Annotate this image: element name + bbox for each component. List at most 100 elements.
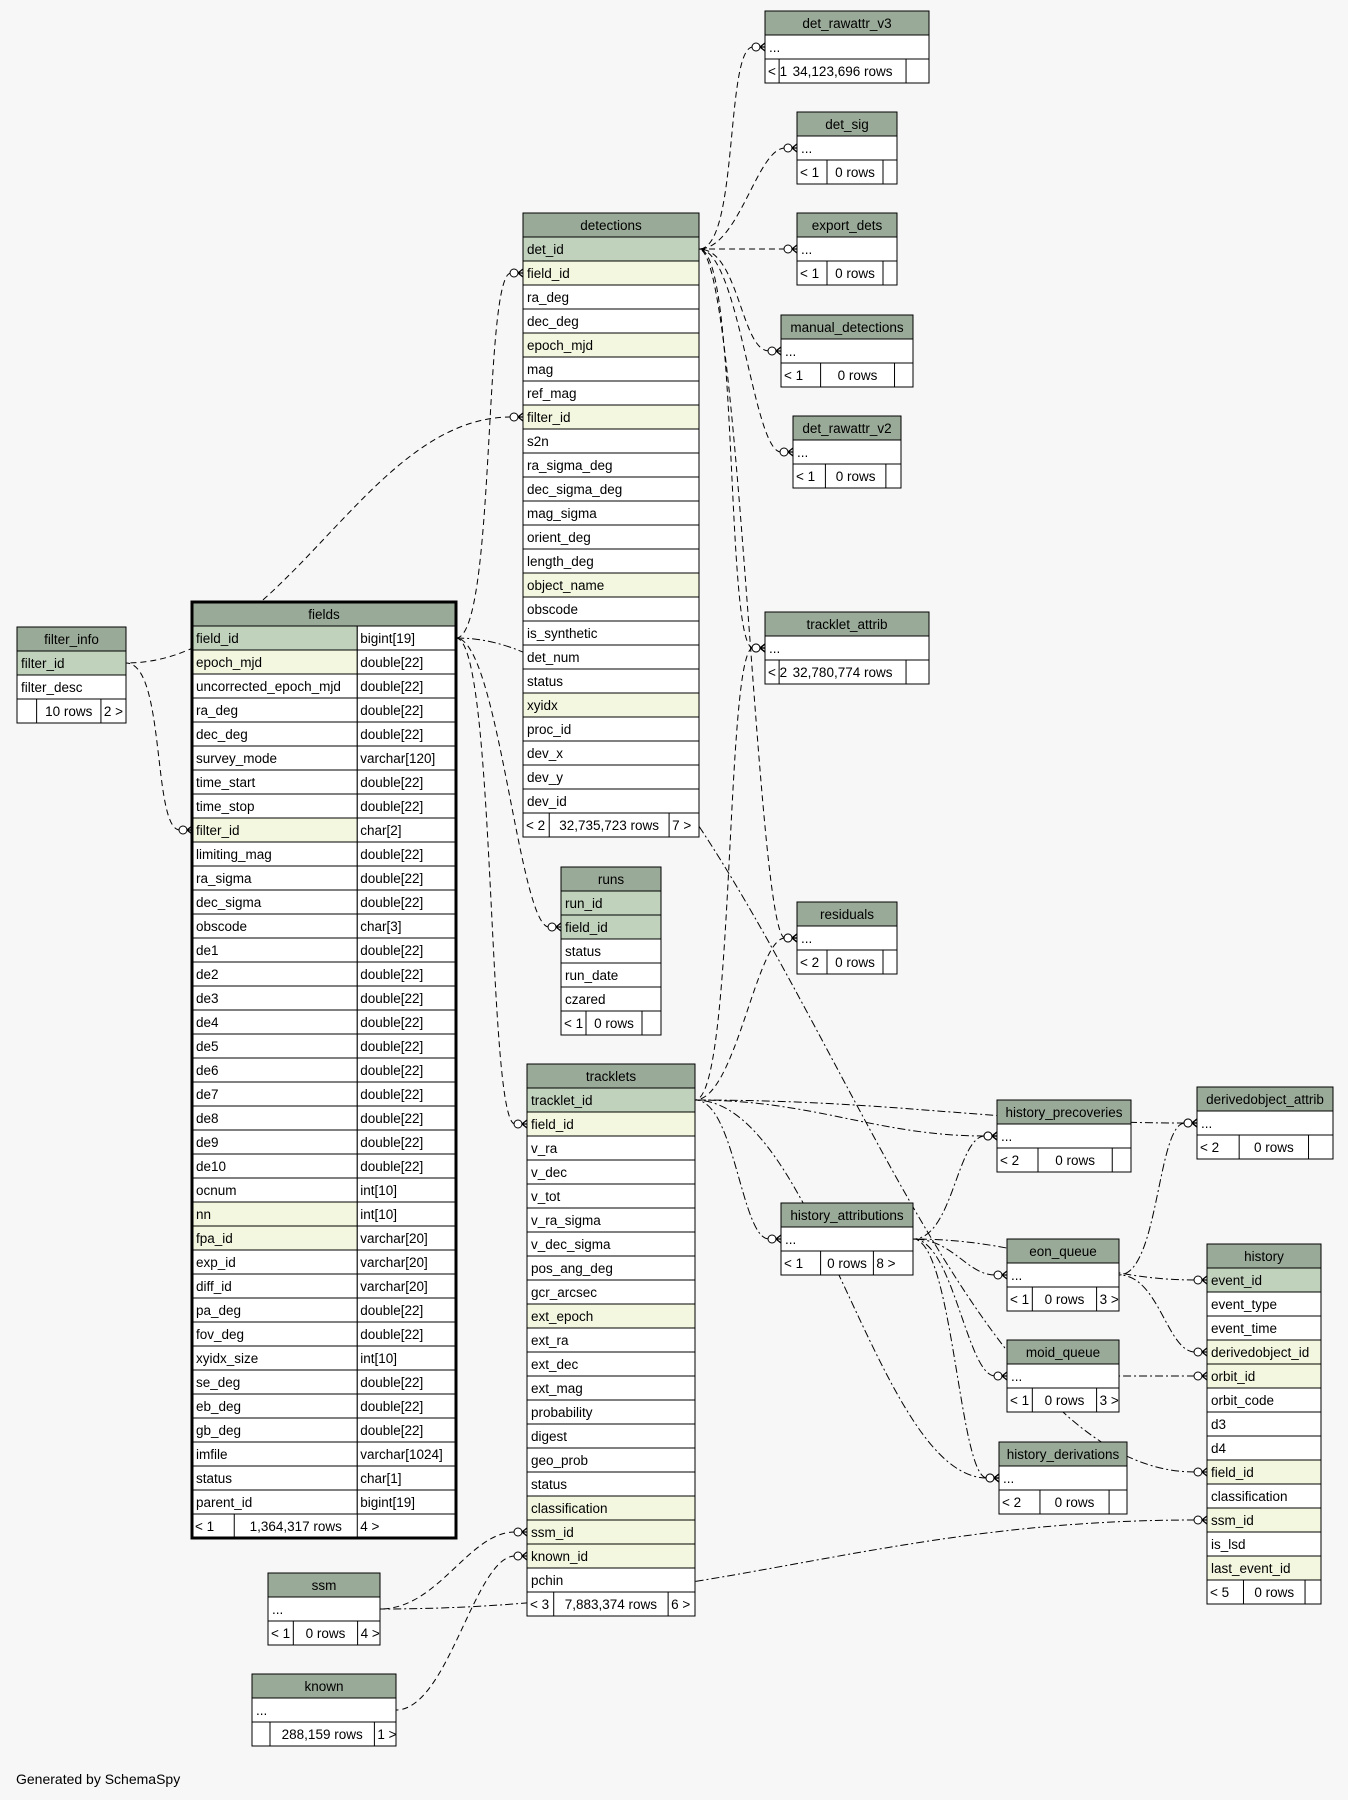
column-cell	[191, 937, 358, 963]
column-name: ra_deg	[527, 290, 569, 305]
column-cell	[191, 841, 358, 867]
optional-marker	[783, 244, 793, 254]
column-name: gb_deg	[196, 1423, 241, 1438]
crows-foot-marker	[759, 643, 766, 653]
table-title: history_attributions	[790, 1208, 904, 1223]
column-type: double[22]	[360, 943, 423, 958]
column-name: classification	[1211, 1489, 1288, 1504]
crows-foot-marker	[991, 1131, 998, 1141]
table-detections[interactable]: detectionsdet_idfield_idra_degdec_degepo…	[522, 212, 700, 838]
row-count: 0 rows	[1055, 1495, 1095, 1510]
crows-foot-marker	[517, 412, 524, 422]
optional-marker	[767, 346, 777, 356]
type-cell	[356, 937, 457, 963]
optional-marker	[985, 1473, 995, 1483]
optional-marker	[1193, 1515, 1203, 1525]
table-footer	[780, 1250, 914, 1276]
crows-foot-marker	[1201, 1371, 1208, 1381]
relationship-line	[912, 1135, 986, 1240]
relationship-line	[1118, 1274, 1196, 1353]
column-cell	[1206, 1267, 1322, 1293]
column-type: double[22]	[360, 1399, 423, 1414]
column-name: dec_sigma	[196, 895, 262, 910]
column-name: ...	[801, 931, 812, 946]
crows-foot-marker	[1201, 1515, 1208, 1525]
row-count: 0 rows	[835, 955, 875, 970]
column-name: orbit_code	[1211, 1393, 1274, 1408]
relationship-line	[694, 1099, 770, 1240]
parents-link: < 1	[800, 266, 819, 281]
crows-foot-marker	[791, 244, 798, 254]
optional-marker	[751, 643, 761, 653]
column-cell	[1006, 1262, 1120, 1288]
column-name: nn	[196, 1207, 211, 1222]
column-name: dec_deg	[527, 314, 579, 329]
children-link: 8 >	[876, 1256, 895, 1271]
column-type: double[22]	[360, 703, 423, 718]
column-name: ...	[801, 242, 812, 257]
column-name: ext_ra	[531, 1333, 569, 1348]
type-cell	[356, 1201, 457, 1227]
table-border	[1206, 1243, 1322, 1605]
table-title: residuals	[820, 907, 874, 922]
column-name: is_synthetic	[527, 626, 598, 641]
parents-link: < 2	[800, 955, 819, 970]
column-type: double[22]	[360, 799, 423, 814]
table-title: runs	[598, 872, 625, 887]
column-name: ext_epoch	[531, 1309, 593, 1324]
column-cell	[191, 1321, 358, 1347]
row-count: 0 rows	[1254, 1585, 1294, 1600]
column-name: parent_id	[196, 1495, 252, 1510]
row-count: 32,735,723 rows	[559, 818, 659, 833]
parents-link: < 2	[1200, 1140, 1219, 1155]
table-border	[792, 415, 902, 489]
table-border	[780, 1202, 914, 1276]
column-name: filter_id	[527, 410, 571, 425]
column-cell	[764, 34, 930, 60]
crows-foot-marker	[521, 1527, 528, 1537]
column-cell	[764, 635, 930, 661]
column-name: gcr_arcsec	[531, 1285, 597, 1300]
column-cell	[796, 135, 898, 161]
table-title: moid_queue	[1026, 1345, 1100, 1360]
column-cell	[522, 596, 700, 622]
table-title: tracklet_attrib	[806, 617, 887, 632]
optional-marker	[767, 1234, 777, 1244]
row-count: 7,883,374 rows	[565, 1597, 658, 1612]
table-history[interactable]: historyevent_idevent_typeevent_timederiv…	[1206, 1243, 1322, 1605]
column-cell	[191, 1345, 358, 1371]
table-title: manual_detections	[790, 320, 904, 335]
column-name: field_id	[531, 1117, 574, 1132]
parents-link: < 1	[1010, 1393, 1029, 1408]
table-border	[796, 901, 898, 975]
column-name: pchin	[531, 1573, 563, 1588]
table-title: history_precoveries	[1005, 1105, 1122, 1120]
table-title: det_sig	[825, 117, 869, 132]
children-link: 4 >	[360, 1519, 379, 1534]
row-count: 32,780,774 rows	[793, 665, 893, 680]
column-cell	[792, 439, 902, 465]
relationship-line	[455, 637, 1196, 1473]
parents-link: < 1	[195, 1519, 214, 1534]
table-tracklets[interactable]: trackletstracklet_idfield_idv_rav_decv_t…	[526, 1063, 696, 1617]
table-runs[interactable]: runsrun_idfield_idstatusrun_dateczared< …	[560, 866, 662, 1036]
column-name: dev_id	[527, 794, 567, 809]
column-name: object_name	[527, 578, 604, 593]
table-residuals[interactable]: residuals... < 2 0 rows	[796, 901, 898, 975]
